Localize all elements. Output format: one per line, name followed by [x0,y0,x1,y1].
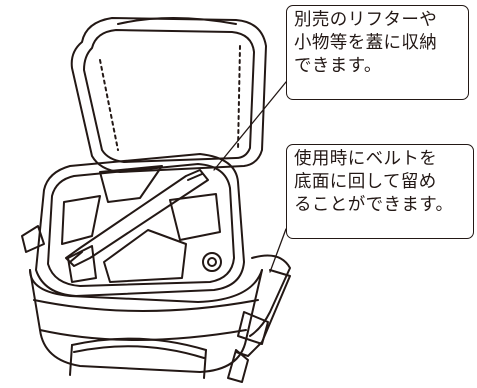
callout-belt-line-3: ることができます。 [294,195,454,215]
callout-lid-storage: 別売のリフターや 小物等を蓋に収納 できます。 [286,5,469,100]
case-tray [35,153,245,297]
open-lid [70,17,267,173]
callout-lid-line-2: 小物等を蓋に収納 [294,33,438,53]
leader-lines [213,81,287,273]
callout-belt-usage: 使用時にベルトを 底面に回して留め ることができます。 [286,144,474,239]
callout-lid-line-1: 別売のリフターや [294,10,438,30]
callout-lid-line-3: できます。 [294,56,382,76]
callout-belt-line-1: 使用時にベルトを [294,149,438,169]
bag-body [29,269,263,379]
side-belt [21,225,291,383]
callout-belt-line-2: 底面に回して留め [294,172,437,192]
